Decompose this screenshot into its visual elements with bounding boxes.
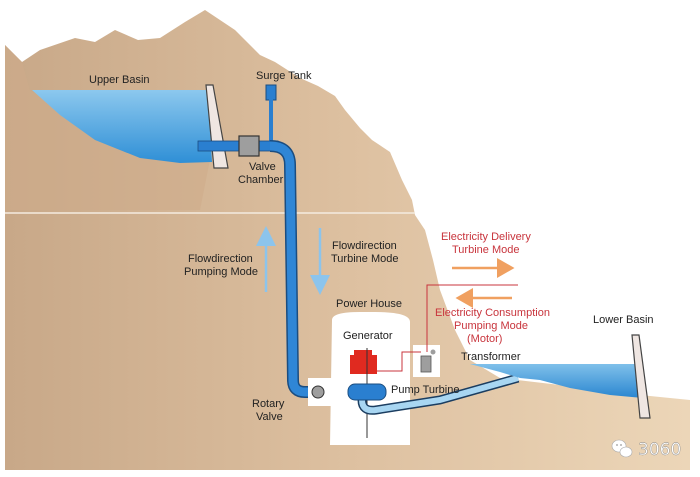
label-flow-turbine-1: Flowdirection	[332, 240, 397, 252]
label-valve-chamber-2: Chamber	[238, 174, 284, 186]
generator	[350, 350, 377, 374]
intake-pipe	[197, 140, 279, 152]
lower-basin-water	[470, 364, 643, 398]
label-consumption-3: (Motor)	[467, 333, 502, 345]
pump-turbine	[347, 383, 387, 401]
label-rotary-valve-2: Valve	[256, 411, 283, 423]
label-transformer: Transformer	[461, 351, 521, 363]
label-delivery-2: Turbine Mode	[452, 244, 519, 256]
label-delivery-1: Electricity Delivery	[441, 231, 531, 243]
label-valve-chamber-1: Valve	[249, 161, 276, 173]
label-pump-turbine: Pump Turbine	[391, 384, 459, 396]
label-consumption-1: Electricity Consumption	[435, 307, 550, 319]
upper-basin-water	[32, 90, 212, 163]
transformer	[420, 355, 432, 373]
mountain-left-flank	[5, 45, 210, 210]
electric-line-grid	[426, 284, 518, 352]
label-lower-basin: Lower Basin	[593, 314, 654, 326]
label-surge-tank: Surge Tank	[256, 70, 312, 82]
rotary-valve	[311, 385, 325, 399]
electric-line-gen	[377, 351, 421, 372]
tailrace-pipe-inner	[359, 375, 519, 414]
label-flow-pumping-2: Pumping Mode	[184, 266, 258, 278]
label-upper-basin: Upper Basin	[89, 74, 150, 86]
valve-chamber	[238, 135, 260, 157]
label-generator: Generator	[343, 330, 393, 342]
wechat-icon	[611, 439, 633, 458]
label-rotary-valve-1: Rotary	[252, 398, 285, 410]
penstock-inner	[269, 141, 345, 397]
surge-tank-shaft	[269, 99, 273, 146]
label-power-house: Power House	[336, 298, 402, 310]
surge-tank	[265, 84, 277, 101]
label-flow-turbine-2: Turbine Mode	[331, 253, 398, 265]
watermark-text: 3060	[638, 440, 681, 460]
transformer-terminal	[430, 349, 436, 355]
label-consumption-2: Pumping Mode	[454, 320, 528, 332]
label-flow-pumping-1: Flowdirection	[188, 253, 253, 265]
lower-dam	[631, 334, 651, 419]
